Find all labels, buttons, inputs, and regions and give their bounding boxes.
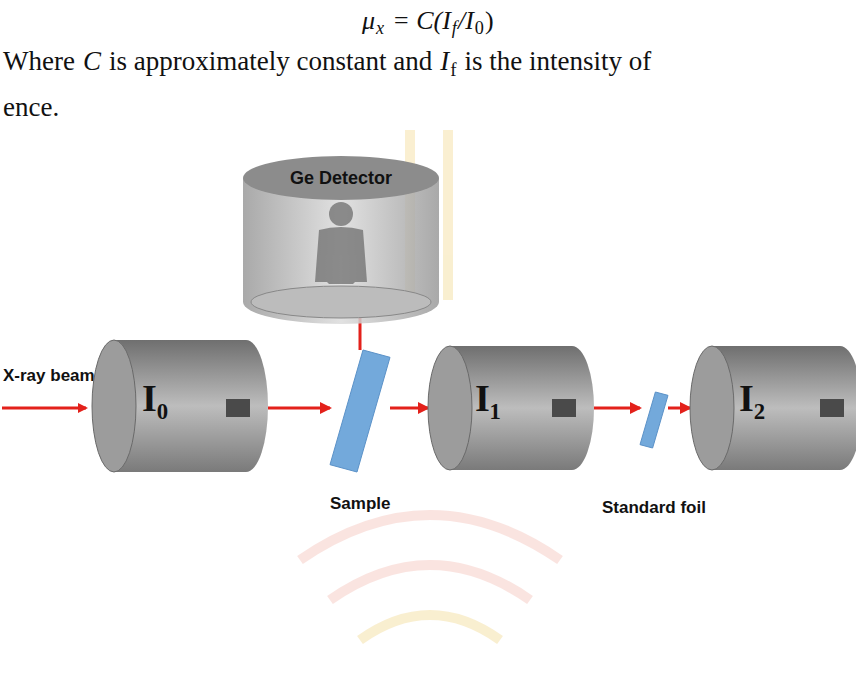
incoming-beam (2, 407, 86, 410)
chamber-label: I₀ (142, 376, 168, 420)
subscript: x (376, 18, 384, 39)
detector-label: Ge Detector (290, 168, 392, 189)
text-run: /I (458, 6, 474, 36)
detector-cylinder: Ge Detector (243, 156, 439, 324)
shape-outline (92, 340, 268, 472)
sample-slab: Standard foil (640, 392, 668, 448)
chamber-window (820, 399, 844, 417)
subscript: f (450, 59, 456, 81)
chamber-window (552, 399, 576, 417)
text-run: ) (485, 6, 494, 36)
sample-slab: Sample (330, 350, 390, 472)
text-run: ence. (3, 92, 59, 123)
beam-arrow (390, 407, 428, 410)
watermark-stroke (330, 565, 530, 600)
shape-outline (428, 346, 594, 470)
beam-arrow (268, 407, 330, 410)
part-label: Sample (330, 494, 390, 514)
beam-arrow (668, 407, 690, 410)
subscript: f (452, 18, 457, 39)
text-run: C (83, 46, 101, 77)
text-line: μx = C(If/I0) (362, 6, 494, 36)
watermark-stroke (360, 615, 500, 640)
ion-chamber: I₁ (428, 346, 594, 470)
beam-arrow (594, 407, 640, 410)
text-run: I (440, 46, 449, 77)
shape-outline (330, 350, 390, 472)
text-run: μ (362, 6, 375, 36)
chamber-window (226, 399, 250, 417)
text-run: is approximately constant and (109, 46, 432, 77)
ion-chamber: I₀ (92, 340, 268, 472)
beam-label: X-ray beam (3, 366, 95, 386)
ion-chamber: I₂ (690, 346, 856, 470)
text-line: ence. (3, 92, 59, 123)
shape-outline (640, 392, 668, 448)
watermark-stroke (300, 515, 560, 560)
text-run: = C(I (392, 6, 451, 36)
text-run: is the intensity of (464, 46, 651, 77)
chamber-label: I₂ (739, 376, 765, 420)
text-run: Where (3, 46, 75, 77)
shape-outline (690, 346, 856, 470)
part-label: Standard foil (602, 498, 706, 518)
subscript: 0 (475, 18, 484, 39)
chamber-label: I₁ (475, 376, 501, 420)
text-line: WhereCis approximately constant andIfis … (3, 46, 651, 77)
